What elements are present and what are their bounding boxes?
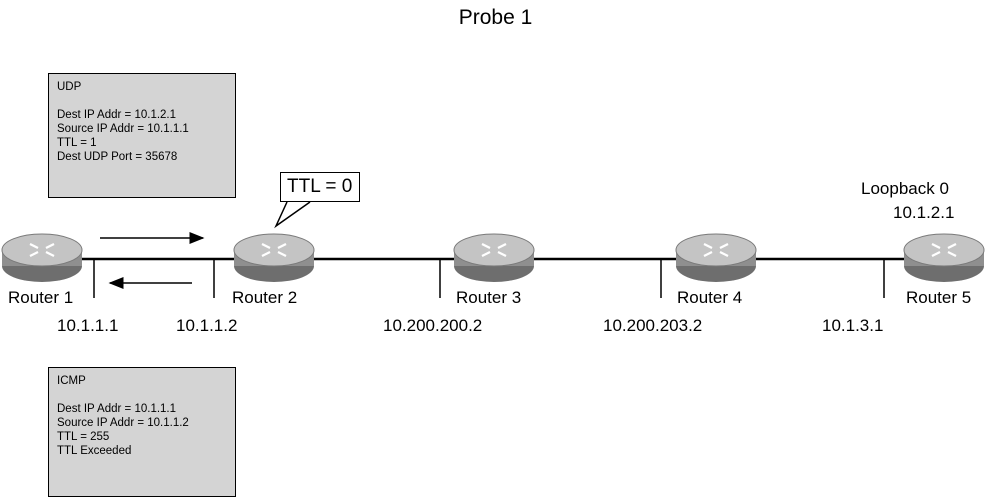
- router-1-icon: [1, 233, 83, 282]
- interface-ip-10-200-203-2: 10.200.203.2: [603, 316, 703, 335]
- router-5-label: Router 5: [906, 288, 972, 307]
- udp-dest-port-line: Dest UDP Port = 35678: [57, 151, 178, 163]
- icmp-box-header: ICMP: [57, 375, 86, 387]
- udp-box-header: UDP: [57, 81, 82, 93]
- udp-source-ip-line: Source IP Addr = 10.1.1.1: [57, 123, 189, 135]
- router-2-icon: [233, 233, 315, 282]
- router-4-icon: [675, 233, 757, 282]
- ttl-callout: TTL = 0: [280, 172, 360, 202]
- icmp-ttl-exceeded-line: TTL Exceeded: [57, 445, 132, 457]
- loopback-name: Loopback 0: [861, 179, 949, 198]
- udp-dest-ip-line: Dest IP Addr = 10.1.2.1: [57, 109, 177, 121]
- icmp-packet-box: ICMP Dest IP Addr = 10.1.1.1 Source IP A…: [48, 367, 236, 497]
- icmp-ttl-line: TTL = 255: [57, 431, 110, 443]
- router-2-label: Router 2: [232, 288, 298, 307]
- router-3-label: Router 3: [456, 288, 522, 307]
- loopback-address: 10.1.2.1: [893, 203, 955, 222]
- router-5-icon: [903, 233, 985, 282]
- callout-tail: [274, 201, 311, 229]
- router-3-icon: [453, 233, 535, 282]
- router-4-label: Router 4: [677, 288, 743, 307]
- router-1-label: Router 1: [8, 288, 74, 307]
- udp-ttl-line: TTL = 1: [57, 137, 97, 149]
- interface-ip-10-1-1-1: 10.1.1.1: [57, 316, 119, 335]
- interface-ip-10-200-200-2: 10.200.200.2: [383, 316, 483, 335]
- interface-ip-10-1-1-2: 10.1.1.2: [176, 316, 238, 335]
- icmp-source-ip-line: Source IP Addr = 10.1.1.2: [57, 417, 189, 429]
- icmp-dest-ip-line: Dest IP Addr = 10.1.1.1: [57, 403, 177, 415]
- interface-ip-10-1-3-1: 10.1.3.1: [822, 316, 884, 335]
- diagram-title: Probe 1: [458, 6, 533, 29]
- udp-packet-box: UDP Dest IP Addr = 10.1.2.1 Source IP Ad…: [48, 73, 236, 198]
